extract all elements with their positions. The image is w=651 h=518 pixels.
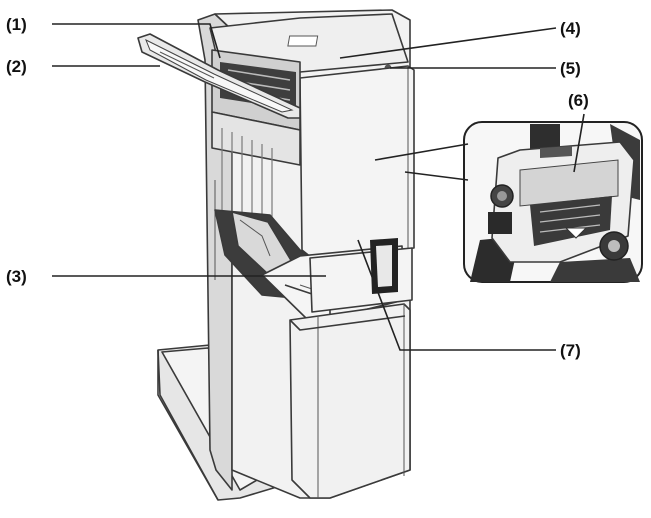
leader-6 bbox=[573, 113, 585, 173]
upper-front-block bbox=[299, 65, 415, 259]
leader-lines bbox=[52, 23, 585, 351]
top-cover-slot bbox=[287, 35, 319, 47]
output-tray-surface bbox=[145, 38, 294, 113]
finisher-unit bbox=[137, 9, 415, 501]
callout-7: (7) bbox=[560, 341, 581, 360]
callout-4: (4) bbox=[560, 19, 581, 38]
callout-1: (1) bbox=[6, 15, 27, 34]
lower-cabinet bbox=[289, 303, 411, 499]
leader-4 bbox=[339, 27, 557, 59]
leader-1 bbox=[52, 23, 221, 59]
callout-3: (3) bbox=[6, 267, 27, 286]
leader-7 bbox=[357, 239, 556, 351]
callout-labels: (1) (2) (3) (4) (5) (6) (7) bbox=[6, 15, 589, 360]
callout-5: (5) bbox=[560, 59, 581, 78]
stapler-cartridge-inset bbox=[463, 121, 643, 283]
inset-connector-top bbox=[374, 143, 469, 161]
callout-6: (6) bbox=[568, 91, 589, 110]
callout-2: (2) bbox=[6, 57, 27, 76]
side-vent-lines bbox=[221, 128, 273, 238]
inset-connector-bottom bbox=[404, 171, 469, 181]
